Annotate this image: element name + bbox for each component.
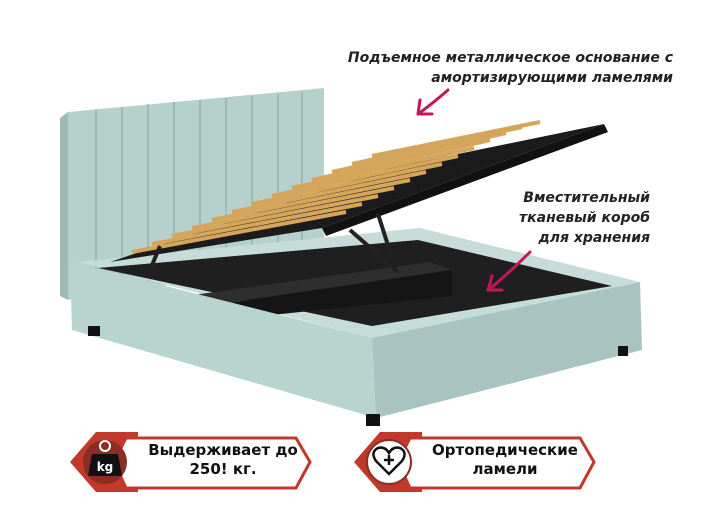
caption-lift-base: Подъемное металлическое основание с амор… [333,48,673,88]
orthopedic-badge-line-2: ламели [472,460,538,478]
orthopedic-badge-text: Ортопедические ламели [420,441,590,479]
caption-storage-box: Вместительный тканевый короб для хранени… [480,188,650,248]
heart-plus-icon [372,446,406,476]
weight-badge-line-1: Выдерживает до [148,441,298,459]
lift-base [110,120,608,274]
caption-storage-box-line-2: тканевый короб [519,210,650,226]
weight-badge-text: Выдерживает до 250! кг. [138,441,308,479]
orthopedic-badge-line-1: Ортопедические [432,441,578,459]
caption-storage-box-line-3: для хранения [538,230,650,246]
kg-icon-label: kg [96,460,114,474]
caption-lift-base-line-1: Подъемное металлическое основание с [347,50,673,66]
caption-storage-box-line-1: Вместительный [523,190,650,206]
weight-badge-line-2: 250! кг. [189,460,257,478]
arrow-lift-base [416,88,450,116]
weight-badge [70,432,312,492]
bed-base [70,228,642,426]
caption-lift-base-line-2: амортизирующими ламелями [431,70,673,86]
arrow-storage-box [486,250,532,292]
orthopedic-badge [354,432,596,492]
kg-weight-icon [88,440,122,476]
